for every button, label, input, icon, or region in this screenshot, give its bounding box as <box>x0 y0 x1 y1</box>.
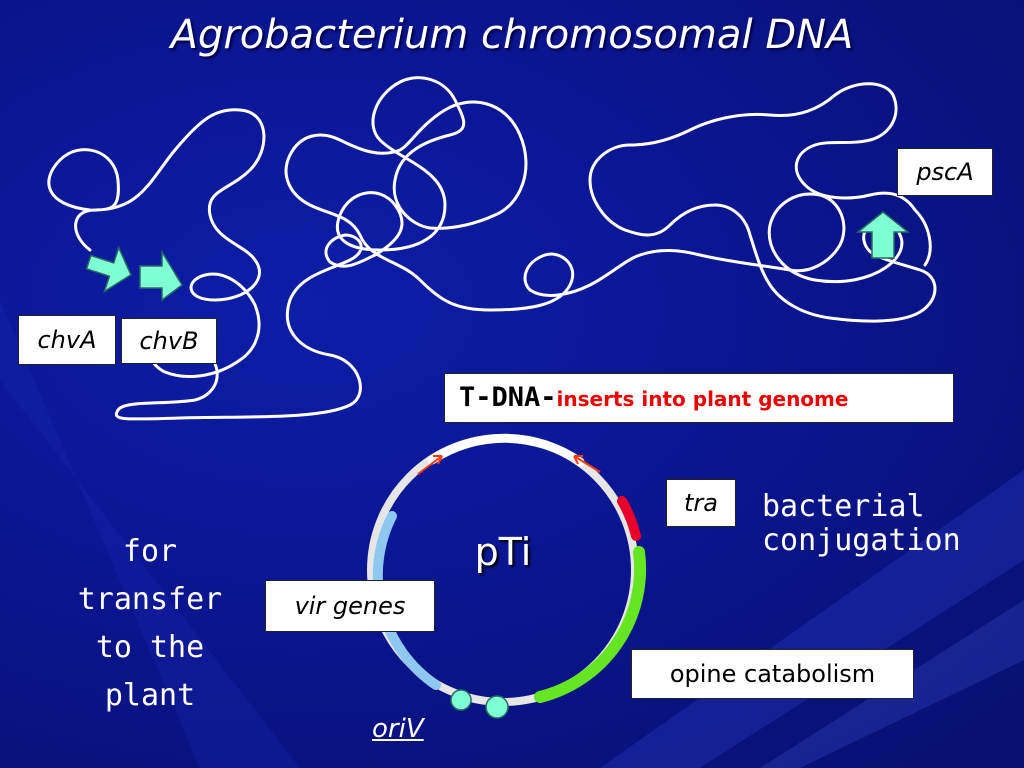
tra-segment <box>617 496 641 541</box>
transfer-line-2: transfer <box>77 582 223 617</box>
opine-label: opine catabolism <box>631 649 914 699</box>
tdna-label: T-DNA-inserts into plant genome <box>444 373 954 423</box>
tra-label: tra <box>666 479 736 527</box>
chvA-label: chvA <box>18 315 116 365</box>
right-border-arrow-icon <box>573 455 601 473</box>
transfer-text: for transfer to the plant <box>60 528 240 720</box>
oriV-bead-icon <box>450 689 472 711</box>
conjugation-text: bacterial conjugation <box>762 490 961 558</box>
vir-genes-label: vir genes <box>265 580 435 632</box>
transfer-line-4: plant <box>104 678 196 713</box>
chvB-arrow-icon <box>139 249 183 302</box>
tdna-sub: inserts into plant genome <box>556 387 849 411</box>
transfer-line-1: for <box>122 534 178 569</box>
oriV-label: oriV <box>372 714 424 744</box>
pscA-label: pscA <box>897 148 993 196</box>
conjugation-line-2: conjugation <box>762 523 961 558</box>
opine-segment <box>534 546 647 703</box>
left-border-arrow-icon <box>417 455 443 475</box>
chromosome-strand <box>47 76 937 421</box>
oriV-bead-icon <box>485 695 509 719</box>
slide-title: Agrobacterium chromosomal DNA <box>170 12 854 58</box>
tdna-main: T-DNA- <box>459 382 557 413</box>
plasmid-name: pTi <box>474 530 532 574</box>
chvB-label: chvB <box>121 318 217 364</box>
conjugation-line-1: bacterial <box>762 489 925 524</box>
tdna-segment <box>427 433 585 467</box>
transfer-line-3: to the <box>95 630 205 665</box>
pscA-arrow-icon <box>855 211 911 259</box>
chvA-arrow-icon <box>85 245 132 294</box>
